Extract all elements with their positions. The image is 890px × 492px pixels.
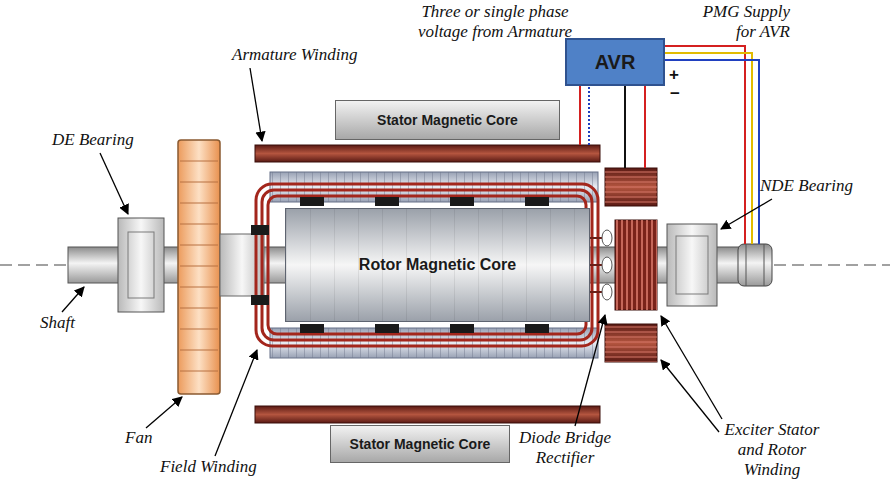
leader-line — [215, 350, 257, 456]
exciter-rotor-winding — [615, 220, 657, 310]
pmg — [738, 244, 772, 286]
leader-line — [575, 315, 605, 426]
part-label: NDE Bearing — [760, 176, 853, 196]
field-winding — [256, 184, 598, 346]
pmg-wire — [665, 60, 759, 244]
fan — [180, 350, 218, 351]
de-bearing — [118, 218, 164, 312]
pmg-wire — [665, 53, 752, 244]
sensing-wire — [579, 86, 581, 145]
pole-block — [375, 197, 399, 206]
part-label: PMG Supply for AVR — [690, 2, 790, 42]
fan — [180, 371, 218, 372]
pole-block — [450, 197, 474, 206]
pole-block — [300, 324, 324, 333]
part-label: Shaft — [40, 313, 75, 333]
pmg — [738, 244, 772, 286]
leader-line — [661, 316, 722, 419]
excitation-wire — [625, 86, 645, 168]
de-bearing — [118, 218, 164, 312]
excitation-wire — [644, 86, 646, 168]
polarity-sign: − — [670, 84, 680, 104]
pole-block — [450, 324, 474, 333]
exciter-rotor-winding — [615, 220, 657, 310]
pmg — [746, 244, 747, 286]
part-label: Fan — [125, 428, 152, 448]
exciter-stator-winding — [605, 168, 657, 206]
part-label: Exciter Stator and Rotor Winding — [722, 420, 822, 480]
part-label: Field Winding — [160, 457, 257, 477]
rotor-lamination — [270, 172, 598, 358]
rotor-core: Rotor Magnetic Core — [285, 208, 590, 322]
field-winding — [262, 190, 592, 340]
armature-winding — [255, 406, 600, 423]
nde-bearing — [667, 224, 717, 306]
leader-line — [661, 360, 719, 432]
exciter-stator-winding — [605, 168, 657, 362]
fan — [180, 245, 218, 246]
leader-line — [62, 287, 84, 312]
pmg-wire — [665, 46, 745, 244]
fan — [180, 161, 218, 162]
fan — [180, 224, 218, 225]
fan — [180, 182, 218, 183]
part-label: DE Bearing — [52, 130, 134, 150]
part-label: Armature Winding — [232, 45, 357, 65]
exciter-stator-winding — [605, 168, 657, 206]
leader-line — [62, 68, 772, 456]
part-label: Diode Bridge Rectifier — [515, 428, 615, 468]
fan — [180, 266, 218, 267]
exciter-stator-winding — [605, 324, 657, 362]
exciter-stator-winding — [605, 324, 657, 362]
fan — [178, 140, 220, 394]
fan — [180, 287, 218, 288]
leader-line — [721, 199, 772, 229]
part-label: Three or single phase voltage from Armat… — [400, 2, 590, 42]
pole-block — [251, 225, 269, 235]
diode — [602, 230, 612, 300]
sensing-wire — [580, 86, 589, 145]
diode — [602, 257, 612, 273]
part-name: Stator Magnetic Core — [377, 112, 518, 128]
pole-block — [300, 197, 324, 206]
fan — [180, 308, 218, 309]
nde-bearing — [676, 236, 708, 294]
fan — [180, 329, 218, 330]
armature-winding — [255, 145, 600, 162]
polarity-sign: + — [669, 65, 679, 85]
field-winding — [256, 184, 598, 346]
sensing-wire — [588, 86, 590, 145]
avr-box: AVR — [565, 38, 665, 86]
pmg — [764, 244, 765, 286]
de-bearing — [128, 232, 154, 298]
leader-line — [146, 397, 182, 428]
exciter-rotor-winding — [615, 220, 657, 310]
excitation-wire — [624, 86, 626, 168]
stator-core: Stator Magnetic Core — [335, 100, 560, 140]
part-name: AVR — [595, 51, 636, 74]
leader-line — [250, 68, 262, 141]
armature-winding — [255, 145, 600, 423]
pole-block — [525, 197, 549, 206]
pole-block — [251, 295, 269, 305]
stator-core: Stator Magnetic Core — [330, 425, 510, 463]
diode — [602, 230, 612, 246]
pole-block — [375, 324, 399, 333]
diode — [602, 284, 612, 300]
leader-line — [100, 153, 128, 214]
part-name: Stator Magnetic Core — [350, 436, 491, 452]
nde-bearing — [667, 224, 717, 306]
fan — [178, 140, 220, 394]
part-name: Rotor Magnetic Core — [359, 256, 516, 274]
fan — [180, 203, 218, 204]
pole-block — [525, 324, 549, 333]
